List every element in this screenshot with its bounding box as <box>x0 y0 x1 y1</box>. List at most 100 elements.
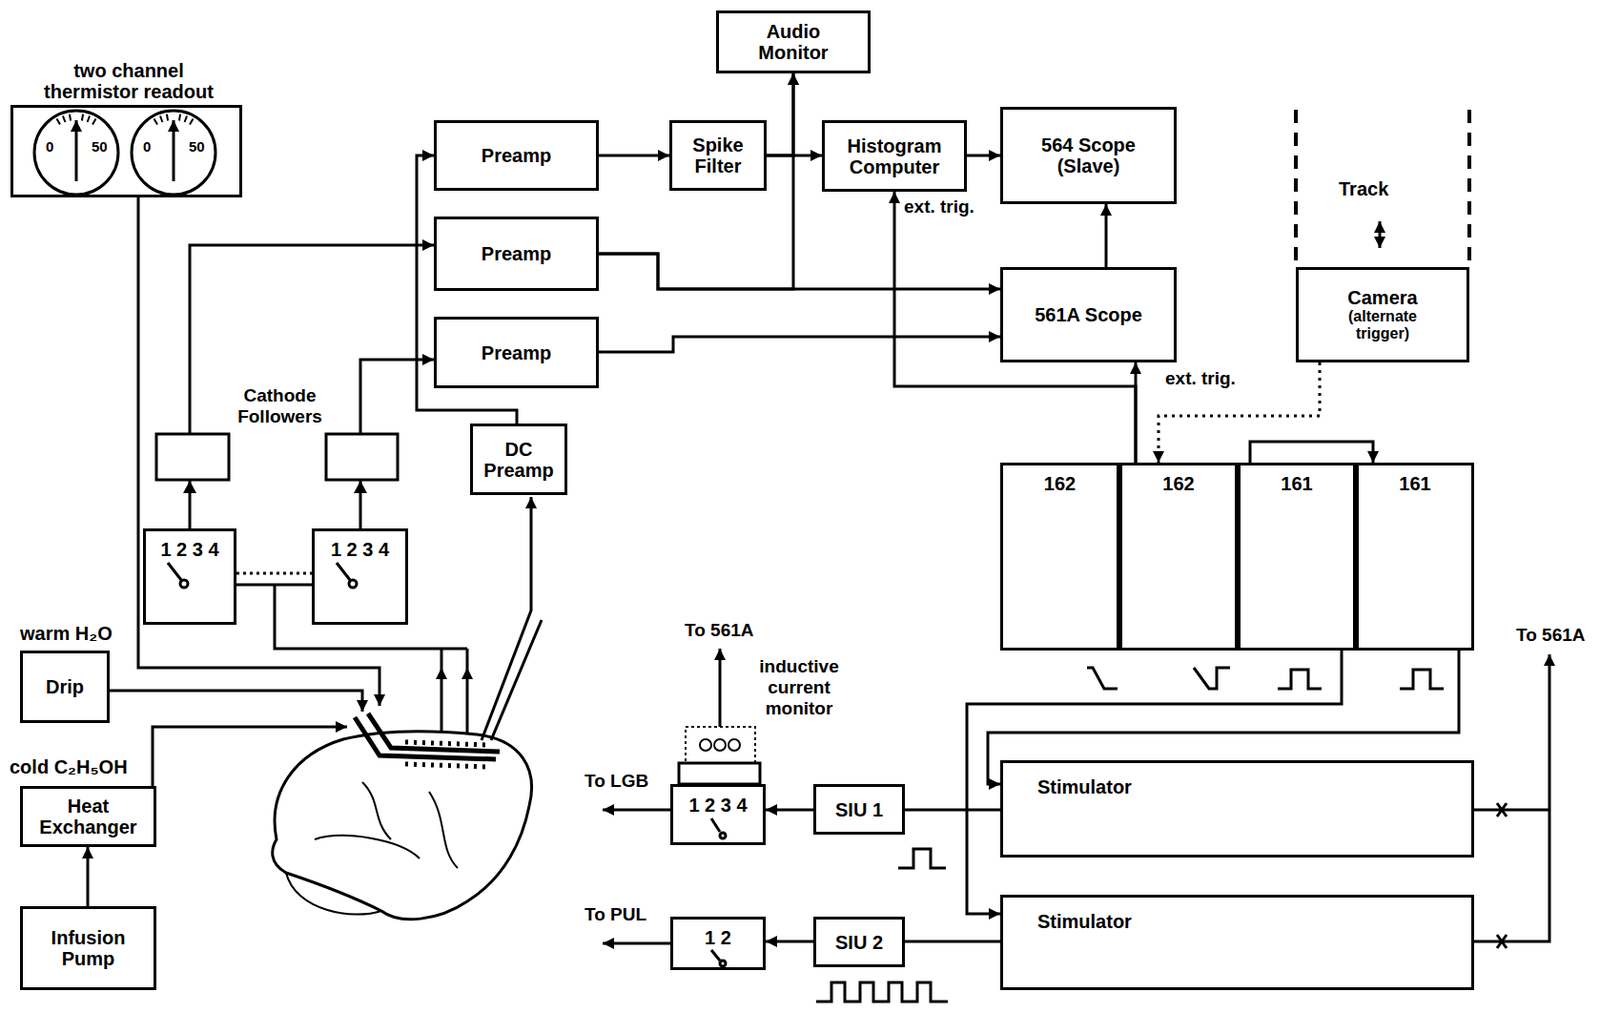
dc-electrode <box>491 619 542 740</box>
cathode-follower <box>326 433 398 480</box>
box-label: 161 <box>1280 472 1313 494</box>
signal-connector <box>1158 362 1320 463</box>
switch-arm <box>711 949 720 961</box>
instrument-box: Stimulator <box>1000 759 1475 858</box>
box-label: 1 2 <box>704 926 732 948</box>
electrode-lead <box>466 648 470 668</box>
instrument-box: 1 2 3 4 <box>143 528 237 625</box>
box-label: 1 2 3 4 <box>688 794 747 816</box>
switch-pivot <box>719 960 726 966</box>
camera-track <box>1467 109 1472 266</box>
annotation-label: To 561A <box>684 619 755 641</box>
signal-connector <box>894 191 1136 463</box>
annotation-label: 50 <box>91 138 108 155</box>
signal-connector <box>598 336 1001 352</box>
box-label: Audio Monitor <box>736 20 851 63</box>
output-lead <box>602 808 671 812</box>
box-heading: two channel thermistor readout <box>33 60 225 103</box>
arrow-head <box>353 480 368 493</box>
box-label: (alternate trigger) <box>1325 307 1440 342</box>
instrument-box: DC Preamp <box>470 423 568 495</box>
instrument-box: two channel thermistor readout <box>10 104 243 198</box>
signal-connector <box>189 245 434 529</box>
annotation-label: ext. trig. <box>1165 368 1236 390</box>
box-label: Spike Filter <box>679 134 757 177</box>
signal-connector <box>1105 204 1108 267</box>
cathode-follower <box>156 433 229 480</box>
signal-connector <box>86 846 90 906</box>
box-heading: warm H₂O <box>20 622 113 644</box>
instrument-box: Preamp <box>433 120 599 191</box>
instrument-box: Infusion Pump <box>20 905 157 990</box>
inductive-monitor <box>685 726 756 763</box>
arrow-head <box>183 480 197 493</box>
instrument-box: Audio Monitor <box>716 10 871 74</box>
instrument-box: Preamp <box>433 216 599 291</box>
instrument-box: 162 <box>1000 462 1120 651</box>
box-label: Preamp <box>481 144 552 166</box>
waveform <box>898 848 946 868</box>
box-label: Stimulator <box>1037 776 1132 798</box>
monitor-output <box>718 648 722 727</box>
instrument-box: SIU 2 <box>813 916 905 967</box>
instrument-box: 1 2 3 4 <box>311 528 409 625</box>
box-label: Heat Exchanger <box>31 795 146 838</box>
box-label: 564 Scope (Slave) <box>1026 134 1151 177</box>
junction-mark <box>1497 802 1507 948</box>
box-label: 561A Scope <box>1034 304 1143 326</box>
instrument-box: 561A Scope <box>1000 266 1177 363</box>
annotation-label: 0 <box>45 138 54 155</box>
instrument-box: 1 2 3 4 <box>670 783 766 845</box>
switch-arm <box>711 818 720 832</box>
instrument-box: Camera(alternate trigger) <box>1295 266 1470 363</box>
box-label: Infusion Pump <box>36 926 142 969</box>
coil <box>714 738 726 751</box>
box-label: 161 <box>1398 472 1431 494</box>
switch-pivot <box>180 579 188 588</box>
electrode-lead <box>466 667 470 733</box>
annotation-label: 0 <box>143 138 151 155</box>
instrument-box: 162 <box>1119 462 1238 651</box>
waveform <box>1193 667 1231 689</box>
signal-connector <box>765 940 814 944</box>
box-label: SIU 2 <box>835 931 883 953</box>
dial-ticks <box>57 114 97 125</box>
annotation-label: To 561A <box>1516 624 1586 646</box>
box-label: Preamp <box>481 342 552 364</box>
signal-connector <box>966 650 1342 914</box>
signal-connector <box>1250 441 1374 463</box>
output-lead <box>602 942 671 945</box>
instrument-box: SIU 1 <box>813 783 905 835</box>
monitor-housing <box>678 762 760 784</box>
dial-needle <box>172 120 176 182</box>
switch-arm <box>336 562 350 580</box>
signal-connector <box>966 154 1001 158</box>
signal-connector <box>598 154 670 158</box>
box-heading: cold C₂H₅OH <box>9 756 128 778</box>
electrode-array <box>405 763 489 767</box>
electrode-lead <box>440 648 444 668</box>
waveform <box>1087 667 1118 689</box>
instrument-box: cold C₂H₅OHHeat Exchanger <box>20 785 157 847</box>
switch-pivot <box>719 832 726 839</box>
box-label: 162 <box>1162 472 1194 494</box>
coolant-line <box>152 726 348 786</box>
track-arrow <box>1378 221 1382 248</box>
box-label: 162 <box>1044 472 1076 494</box>
dial-needle <box>75 120 79 182</box>
instrument-box: 1 2 <box>670 916 766 970</box>
instrument-box: Spike Filter <box>669 120 767 191</box>
signal-connector <box>766 73 794 156</box>
dial-ticks <box>154 114 194 125</box>
annotation-label: Track <box>1338 178 1389 201</box>
box-label: DC Preamp <box>480 438 557 481</box>
instrument-box: 161 <box>1237 462 1356 651</box>
box-label: Stimulator <box>1037 910 1132 932</box>
signal-connector <box>765 808 814 812</box>
box-label: Histogram Computer <box>832 135 957 178</box>
box-label: Camera <box>1347 287 1417 308</box>
waveform <box>1277 669 1322 689</box>
annotation-label: To LGB <box>584 770 649 792</box>
annotation-label: inductive current monitor <box>741 656 857 719</box>
signal-connector <box>904 808 1001 812</box>
